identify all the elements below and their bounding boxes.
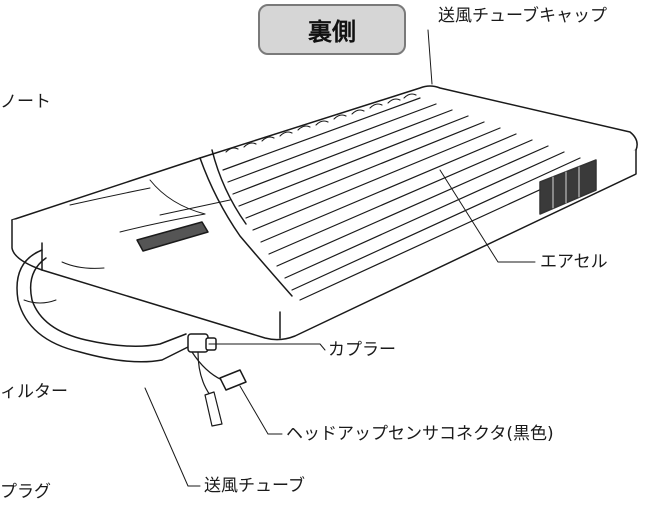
label-filter: ィルター [0, 382, 68, 402]
leader-lines [144, 29, 536, 487]
cover-tag [136, 221, 209, 252]
label-air-cell: エアセル [540, 252, 608, 272]
coupler-shape [187, 333, 217, 353]
label-sensor-connector: ヘッドアップセンサコネクタ(黒色) [286, 424, 554, 444]
air-tube [16, 249, 191, 363]
cover-fold [211, 149, 247, 225]
air-cells [222, 97, 597, 301]
cover-creases [69, 179, 231, 233]
label-blower-tube: 送風チューブ [204, 476, 305, 496]
cover-flap [199, 157, 293, 297]
label-coupler: カプラー [328, 340, 396, 360]
connector-body [219, 369, 247, 391]
cable-1 [191, 351, 223, 381]
label-sheet: ノート [0, 92, 51, 112]
label-blower-tube-cap: 送風チューブキャップ [438, 6, 607, 26]
title-badge: 裏側 [258, 4, 406, 55]
cell-heads [225, 93, 417, 153]
title-text: 裏側 [308, 18, 356, 46]
cable-2 [197, 351, 211, 396]
side-vent [539, 159, 597, 215]
label-plug: プラグ [0, 482, 51, 502]
